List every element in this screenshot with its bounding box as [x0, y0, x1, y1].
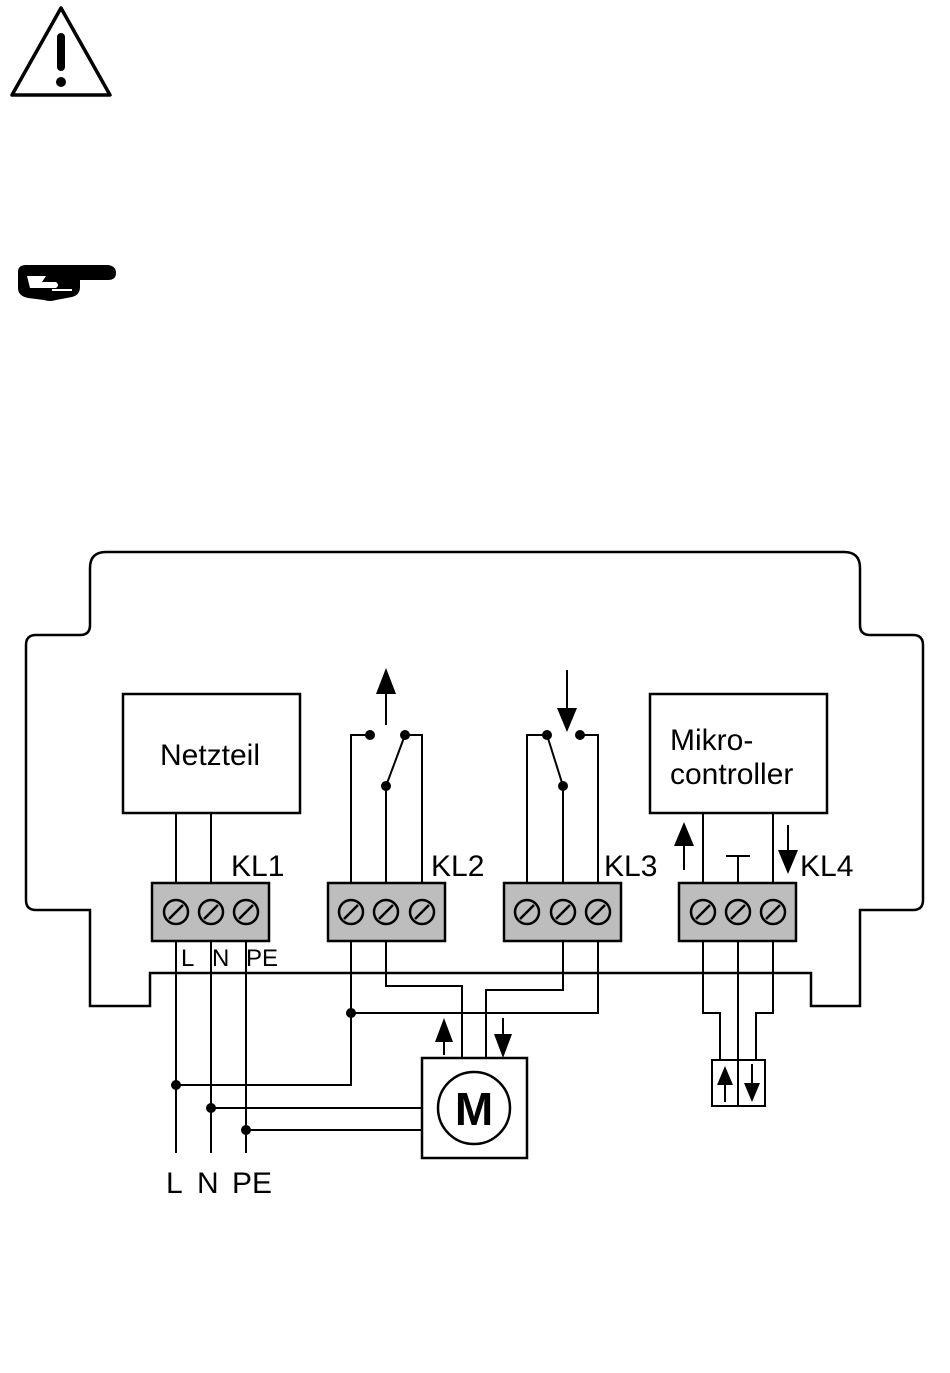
- terminal-block-kl1: [152, 883, 269, 941]
- mains-label-pe: PE: [232, 1167, 272, 1200]
- motor: M: [422, 1058, 527, 1158]
- mikrocontroller-label-line1: Mikro-: [670, 724, 753, 757]
- terminal-block-kl2: [328, 883, 445, 941]
- kl2-label: KL2: [431, 850, 484, 883]
- kl1-pin-l: L: [181, 945, 194, 972]
- terminal-block-kl3: [504, 883, 621, 941]
- direction-output-box: [712, 1060, 765, 1106]
- kl4-up-arrow: [674, 822, 694, 846]
- kl3-down-arrow: [557, 708, 577, 732]
- motor-label: M: [455, 1083, 493, 1135]
- warning-triangle-icon: [12, 8, 110, 95]
- mains-label-l: L: [166, 1167, 183, 1200]
- kl4-label: KL4: [800, 850, 853, 883]
- kl4-down-arrow: [778, 850, 798, 874]
- netzteil-label: Netzteil: [160, 739, 260, 772]
- kl1-pin-pe: PE: [246, 945, 278, 972]
- mains-label-n: N: [197, 1167, 219, 1200]
- motor-up-arrow: [435, 1018, 453, 1042]
- mikrocontroller-label-line2: controller: [670, 758, 793, 791]
- pointing-hand-icon: [18, 265, 116, 301]
- motor-down-arrow: [494, 1034, 512, 1058]
- terminal-block-kl4: [679, 883, 796, 941]
- kl2-up-arrow: [376, 668, 396, 694]
- kl1-pin-n: N: [212, 945, 229, 972]
- kl1-label: KL1: [231, 850, 284, 883]
- kl3-label: KL3: [604, 850, 657, 883]
